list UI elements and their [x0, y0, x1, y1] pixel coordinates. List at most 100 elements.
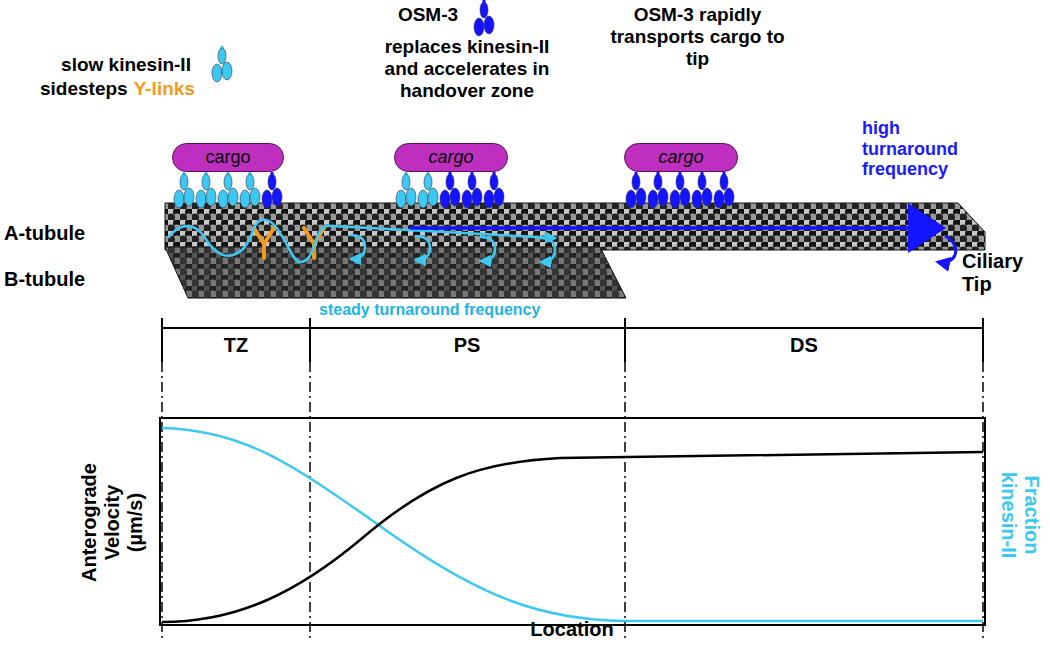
motor-protein — [174, 172, 194, 208]
motor-protein — [462, 172, 482, 208]
drawing-part — [161, 362, 163, 640]
note-text: replaces kinesin-II and accelerates in h… — [372, 36, 562, 102]
drawing-part — [714, 190, 724, 208]
drawing-part — [250, 188, 260, 206]
drawing-part — [424, 174, 432, 190]
drawing-part — [396, 190, 406, 208]
drawing-part — [494, 188, 504, 206]
drawing-part — [174, 190, 184, 208]
zone-brackets — [162, 318, 983, 362]
drawing-part — [626, 190, 636, 208]
note-text: slow kinesin-II — [40, 54, 212, 76]
drawing-part — [702, 188, 712, 206]
motor-protein — [440, 172, 460, 208]
part-label: Ciliary Tip — [962, 250, 1046, 296]
drawing-part — [724, 188, 734, 206]
drawing-part — [490, 174, 498, 190]
drawing-part — [410, 226, 910, 230]
drawing-part — [446, 174, 454, 190]
drawing-part — [212, 64, 222, 82]
drawing-part — [658, 188, 668, 206]
drawing-part — [480, 2, 488, 18]
drawing-part — [218, 48, 226, 64]
drawing-part — [268, 174, 276, 190]
drawing-part — [402, 174, 410, 190]
drawing-part — [480, 237, 495, 261]
cargo-label: cargo — [428, 147, 473, 168]
drawing-part — [309, 318, 311, 362]
motor-protein — [692, 172, 712, 208]
cargo-label: cargo — [658, 147, 703, 168]
drawing-part — [670, 190, 680, 208]
motor-name: OSM-3 — [378, 4, 478, 26]
motor-protein — [714, 172, 734, 208]
drawing-part — [206, 188, 216, 206]
drawing-part — [692, 190, 702, 208]
part-label: B-tubule — [4, 268, 85, 291]
drawing-part — [262, 190, 272, 208]
drawing-part — [540, 238, 555, 262]
drawing-part — [698, 174, 706, 190]
motor-protein — [212, 46, 232, 82]
cargo-label: cargo — [205, 147, 250, 168]
osm-3-path — [410, 203, 956, 262]
drawing-part — [428, 188, 438, 206]
drawing-part — [222, 62, 232, 80]
y-links-label: Y-links — [134, 78, 195, 100]
zone-label: TZ — [224, 334, 248, 357]
drawing-part — [415, 236, 430, 260]
drawing-part — [272, 188, 282, 206]
drawing-part — [196, 190, 206, 208]
drawing-part — [418, 190, 428, 208]
drawing-part — [982, 318, 984, 362]
drawing-part — [720, 174, 728, 190]
drawing-part — [254, 228, 274, 258]
motor-protein — [418, 172, 438, 208]
drawing-part — [680, 188, 690, 206]
motor-protein — [626, 172, 646, 208]
note-text: sidesteps — [40, 78, 128, 100]
cargo-box: cargo — [624, 143, 738, 172]
motor-protein — [474, 0, 494, 36]
drawing-part — [484, 16, 494, 34]
drawing-part — [184, 188, 194, 206]
y-links — [254, 228, 324, 258]
drawing-part — [246, 174, 254, 190]
drawing-part — [624, 318, 626, 362]
drawing-part — [309, 362, 311, 640]
zone-dividers — [162, 362, 983, 640]
drawing-part — [350, 235, 365, 259]
zone-label: PS — [454, 334, 481, 357]
drawing-part — [228, 188, 238, 206]
velocity-curve — [162, 452, 983, 622]
drawing-part — [468, 174, 476, 190]
drawing-part — [161, 318, 163, 362]
note-text: steady turnaround frequency — [316, 301, 543, 319]
note-text: high turnaround frequency — [862, 118, 984, 180]
drawing-part — [938, 236, 956, 262]
drawing-part — [406, 188, 416, 206]
drawing-part — [180, 174, 188, 190]
motor-protein — [196, 172, 216, 208]
kinesin-fraction-curve — [162, 428, 983, 621]
motor-protein — [218, 172, 238, 208]
motor-protein — [648, 172, 668, 208]
drawing-part — [648, 190, 658, 208]
kinesin-ii-path — [168, 220, 555, 262]
cargo-box: cargo — [394, 143, 508, 172]
drawing-part — [440, 190, 450, 208]
drawing-part — [632, 174, 640, 190]
drawing-part — [202, 174, 210, 190]
plot-frame — [160, 418, 985, 625]
drawing-part — [450, 188, 460, 206]
drawing-part — [462, 190, 472, 208]
drawing-part — [224, 174, 232, 190]
drawing-part — [240, 190, 250, 208]
motor-protein — [670, 172, 690, 208]
drawing-part — [908, 203, 946, 253]
drawing-part — [218, 190, 228, 208]
drawing-part — [654, 174, 662, 190]
drawing-part — [982, 362, 984, 640]
motor-protein — [484, 172, 504, 208]
